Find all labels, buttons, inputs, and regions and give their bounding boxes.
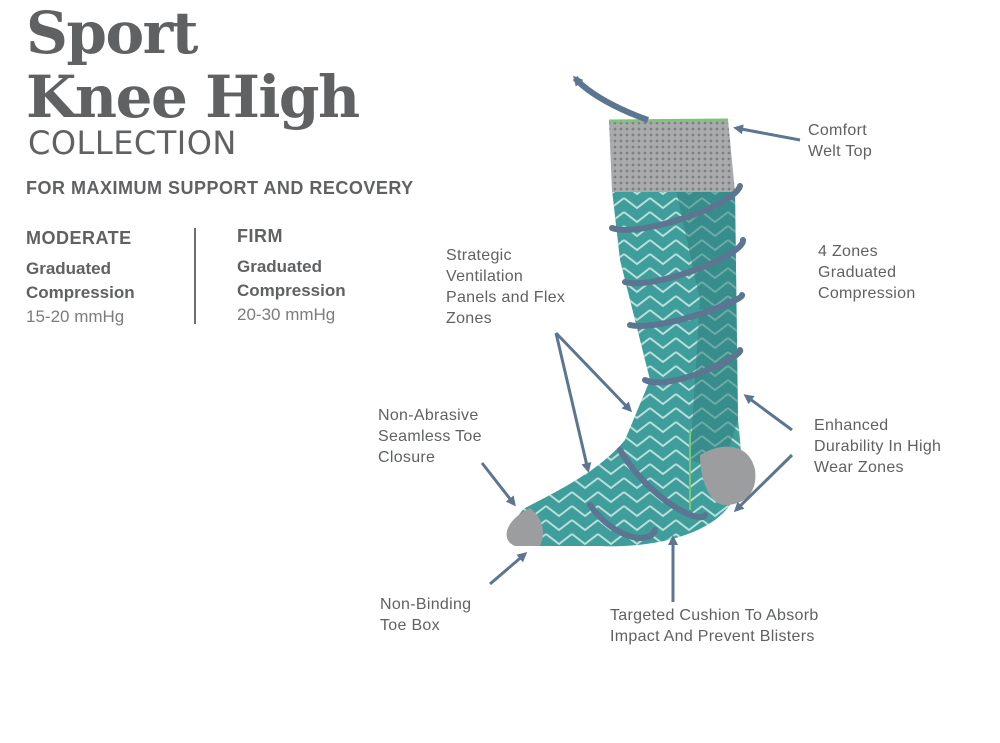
sock-toe <box>506 508 543 546</box>
title-knee-high: Knee High <box>26 63 360 131</box>
sock-leg-pattern <box>516 190 742 547</box>
label-cushion: Targeted Cushion To Absorb Impact And Pr… <box>610 607 819 645</box>
tier-range: 15-20 mmHg <box>26 307 125 326</box>
arrow-comfort-welt <box>733 124 801 142</box>
tier-divider <box>194 228 196 324</box>
sock-welt-rim <box>608 118 729 123</box>
sock-illustration <box>506 118 756 547</box>
label-ventilation: Strategic Ventilation Panels and Flex Zo… <box>446 247 566 327</box>
label-4-zones: 4 Zones Graduated Compression <box>818 243 916 302</box>
tier-type: Graduated Compression <box>237 257 346 300</box>
tier-name: MODERATE <box>26 228 132 248</box>
tier-moderate: MODERATE Graduated Compression 15-20 mmH… <box>26 228 186 329</box>
arrow-toe-closure <box>480 462 516 507</box>
sock-welt <box>609 120 735 192</box>
arrow-toe-box <box>489 552 528 586</box>
tier-name: FIRM <box>237 226 283 246</box>
compression-spiral <box>587 183 746 541</box>
top-swoosh-arrow <box>572 75 650 123</box>
label-durability: Enhanced Durability In High Wear Zones <box>814 417 942 476</box>
subtitle: FOR MAXIMUM SUPPORT AND RECOVERY <box>26 178 414 198</box>
tier-range: 20-30 mmHg <box>237 305 336 324</box>
tier-type: Graduated Compression <box>26 259 135 302</box>
arrow-durability-1 <box>743 394 793 432</box>
label-comfort-welt: Comfort Welt Top <box>808 122 873 160</box>
arrow-durability-2 <box>733 453 794 513</box>
arrow-ventilation-2 <box>554 332 592 473</box>
title-sport: Sport <box>26 0 198 67</box>
arrow-ventilation-1 <box>554 331 633 413</box>
label-toe-closure: Non-Abrasive Seamless Toe Closure <box>378 407 482 466</box>
sock-heel <box>700 446 756 505</box>
label-toe-box: Non-Binding Toe Box <box>380 596 472 634</box>
title-collection: COLLECTION <box>28 124 237 162</box>
tier-firm: FIRM Graduated Compression 20-30 mmHg <box>237 226 397 327</box>
